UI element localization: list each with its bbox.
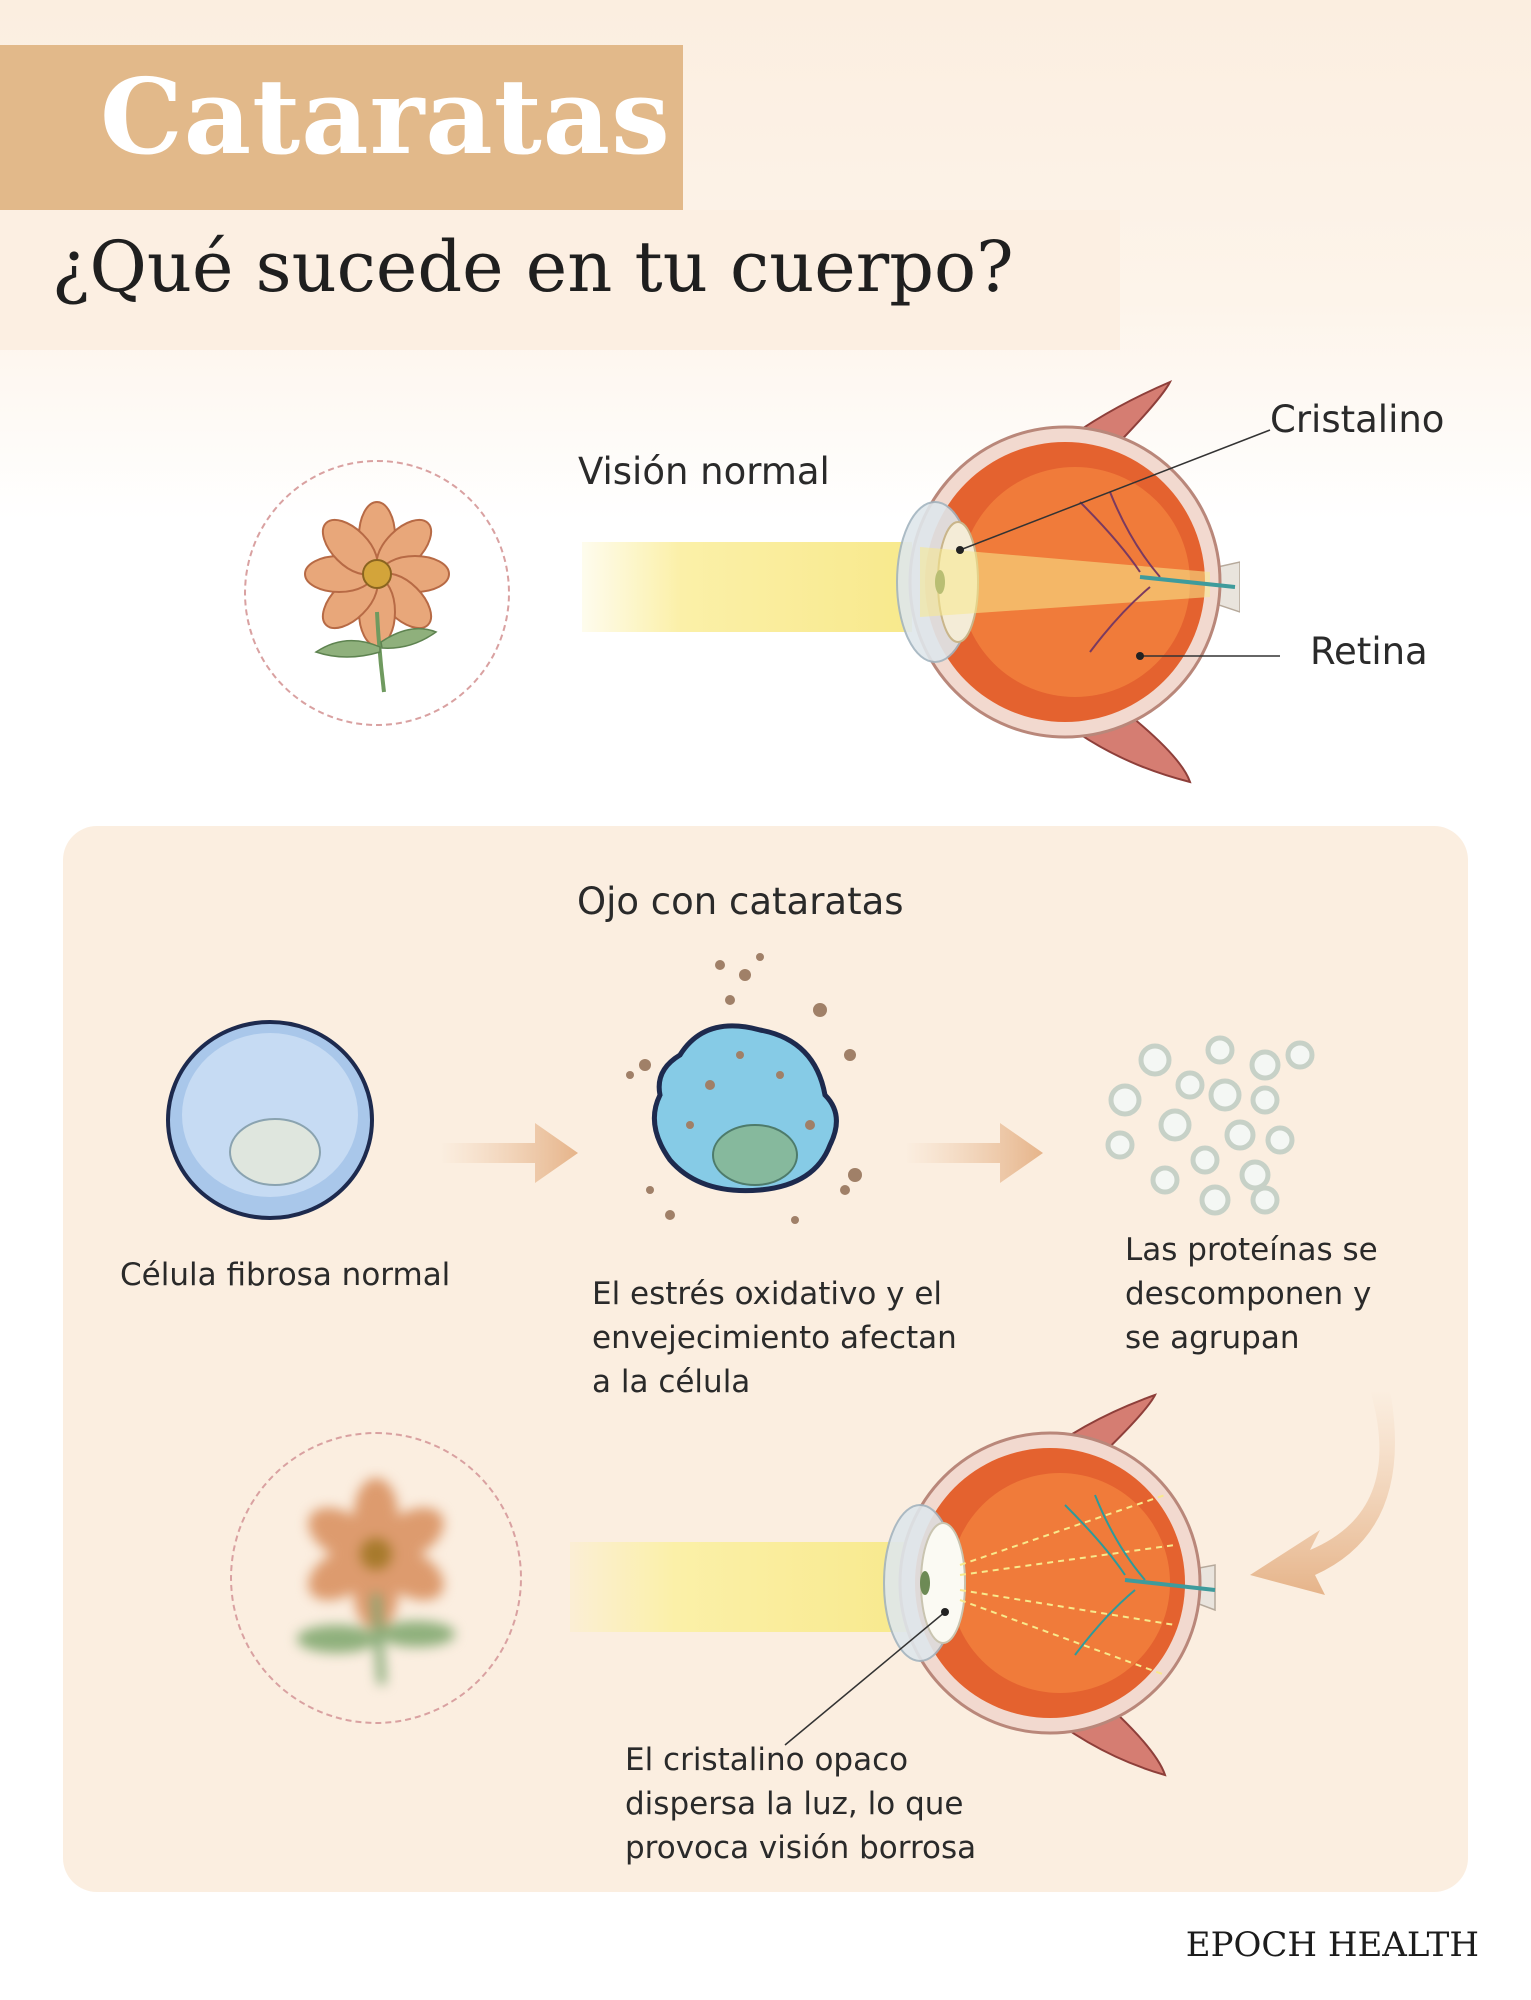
step3-caption-line3: se agrupan: [1125, 1320, 1300, 1356]
result-caption-line1: El cristalino opaco: [625, 1742, 909, 1778]
curved-arrow-icon: [1250, 1390, 1395, 1595]
protein-clumps-icon: [1105, 1035, 1315, 1216]
title-band: [0, 45, 683, 210]
arrow-right-icon: [905, 1123, 1043, 1183]
cataract-heading: Ojo con cataratas: [577, 880, 904, 923]
brand-logo: EPOCH HEALTH: [1185, 1925, 1479, 1965]
opaque-lens-pointer: [784, 1608, 949, 1746]
step2-caption-line2: envejecimiento afectan: [592, 1320, 957, 1356]
result-caption-line2: dispersa la luz, lo que: [625, 1786, 964, 1822]
flower-icon: [304, 501, 450, 693]
step2-caption-line1: El estrés oxidativo y el: [592, 1276, 943, 1312]
page-subtitle: ¿Qué sucede en tu cuerpo?: [52, 226, 1014, 308]
subtitle-band: [0, 210, 1120, 350]
blurred-flower-icon: [297, 1478, 455, 1685]
normal-vision-heading: Visión normal: [578, 450, 830, 493]
lens-label: Cristalino: [1270, 398, 1445, 441]
arrow-right-icon: [440, 1123, 578, 1183]
light-beam: [582, 542, 912, 632]
page-title: Cataratas: [100, 55, 671, 178]
annotation-lines: [956, 429, 1280, 660]
normal-eye-illustration: [896, 380, 1240, 784]
step3-caption-line2: descomponen y: [1125, 1276, 1372, 1312]
normal-cell-icon: [166, 1020, 374, 1220]
step1-caption: Célula fibrosa normal: [120, 1257, 451, 1293]
retina-label: Retina: [1310, 630, 1428, 673]
cataract-panel: [63, 826, 1468, 1892]
step3-caption-line1: Las proteínas se: [1125, 1232, 1378, 1268]
result-caption-line3: provoca visión borrosa: [625, 1830, 977, 1866]
blurred-flower-circle: [230, 1432, 522, 1724]
cataract-eye-illustration: [883, 1393, 1216, 1777]
normal-flower-circle: [244, 460, 510, 726]
damaged-cell-icon: [626, 953, 862, 1224]
light-beam-cataract: [570, 1542, 920, 1632]
step2-caption-line3: a la célula: [592, 1364, 751, 1400]
